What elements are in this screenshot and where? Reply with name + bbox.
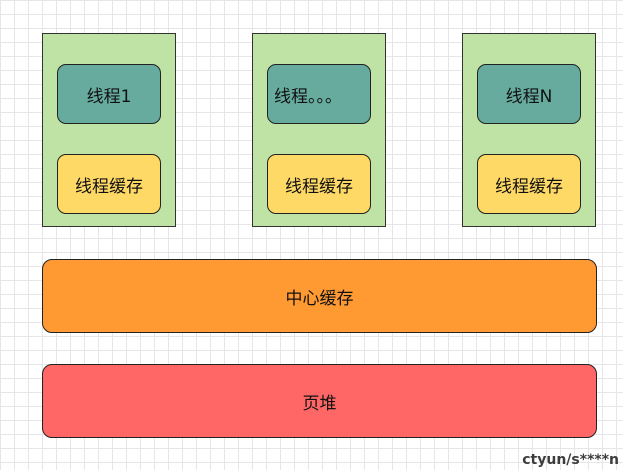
thread-box-1: 线程1: [57, 64, 161, 124]
thread-column-1: 线程1 线程缓存: [42, 33, 176, 227]
page-heap-box: 页堆: [42, 364, 597, 438]
watermark: ctyun/s****n: [522, 452, 619, 468]
thread-box-2: 线程。。。: [267, 64, 371, 124]
thread-column-3: 线程N 线程缓存: [462, 33, 596, 227]
thread-cache-box-1: 线程缓存: [57, 154, 161, 214]
thread-column-2: 线程。。。 线程缓存: [252, 33, 386, 227]
central-cache-box: 中心缓存: [42, 259, 597, 333]
thread-cache-box-2: 线程缓存: [267, 154, 371, 214]
thread-cache-box-n: 线程缓存: [477, 154, 581, 214]
thread-box-n: 线程N: [477, 64, 581, 124]
